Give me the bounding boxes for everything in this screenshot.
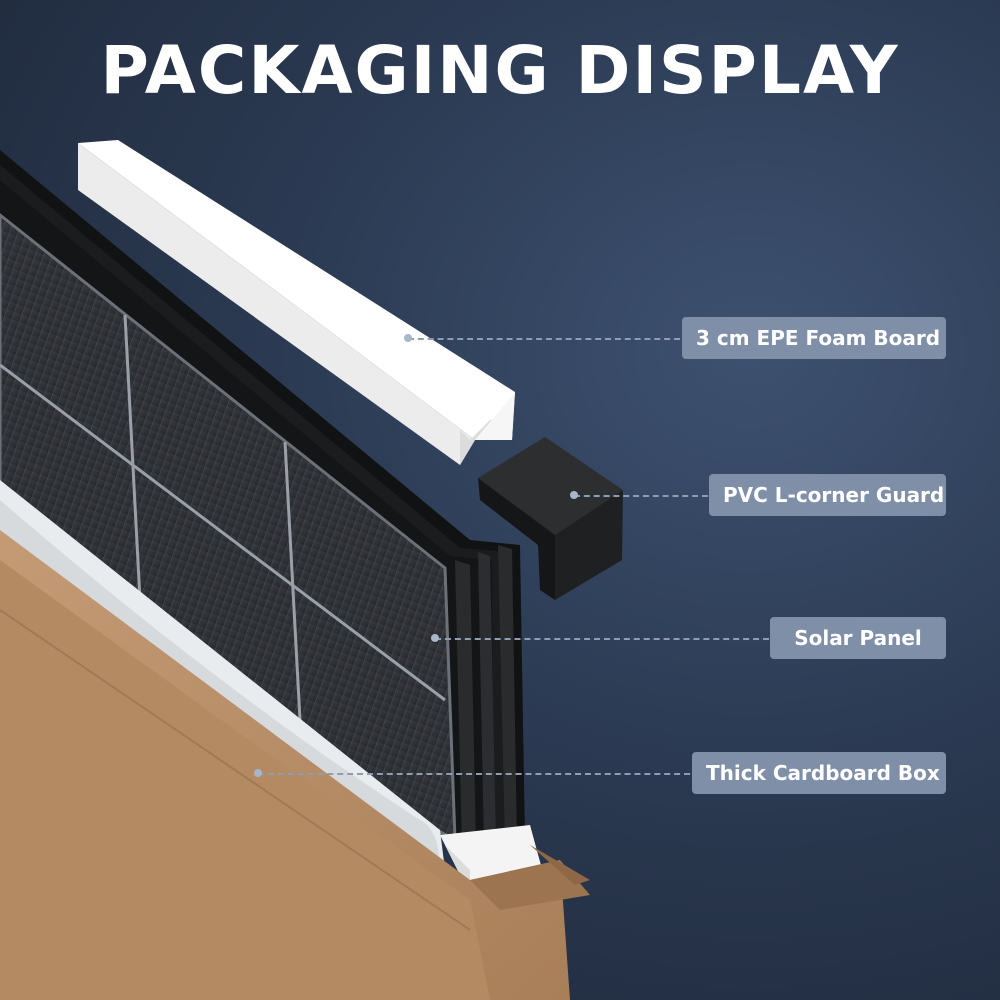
solar-panel-label: Solar Panel: [770, 617, 946, 659]
cardboard-box-leader: [258, 773, 690, 775]
foam-board-marker: [404, 334, 412, 342]
cardboard-box-marker: [254, 769, 262, 777]
cardboard-box: [0, 530, 590, 1000]
corner-guard-marker: [570, 491, 578, 499]
foam-board-leader: [408, 338, 680, 340]
cardboard-box-label: Thick Cardboard Box: [692, 752, 946, 794]
corner-guard-leader: [574, 495, 708, 497]
corner-guard-label: PVC L-corner Guard: [709, 474, 946, 516]
page-title: PACKAGING DISPLAY: [100, 32, 900, 109]
solar-panel-marker: [431, 634, 439, 642]
solar-panel-stack: [0, 150, 525, 848]
foam-board: [78, 140, 515, 465]
corner-guard: [478, 437, 623, 600]
foam-board-label: 3 cm EPE Foam Board: [682, 317, 946, 359]
solar-panel-leader: [435, 638, 769, 640]
